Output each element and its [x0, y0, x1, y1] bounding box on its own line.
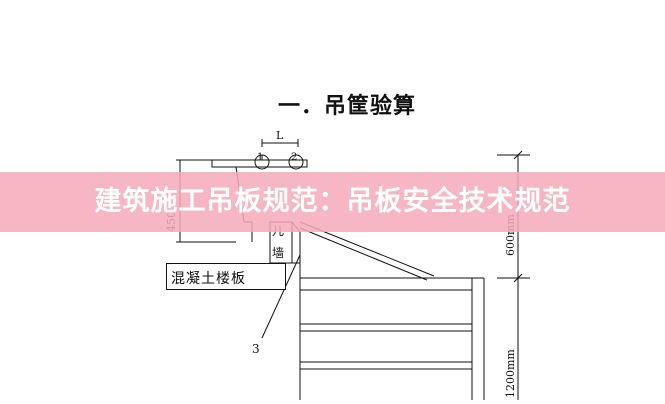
wall-label-bottom: 墙 — [272, 246, 284, 260]
label-3: 3 — [252, 342, 260, 356]
pulley-2 — [288, 154, 304, 170]
top-beam — [211, 159, 308, 168]
leader-3 — [261, 254, 301, 339]
label-1200mm: 1200mm — [504, 349, 517, 398]
label-L: L — [276, 129, 284, 142]
label-2: 2 — [291, 152, 297, 163]
slab-label: 混凝土楼板 — [171, 271, 246, 287]
brace-2 — [299, 227, 428, 281]
banner-title: 建筑施工吊板规范：吊板安全技术规范 — [94, 186, 571, 217]
label-1: 1 — [257, 152, 263, 163]
title-banner — [0, 172, 665, 232]
section-title: 一．吊筐验算 — [278, 94, 417, 119]
slab-label-box — [166, 263, 286, 290]
